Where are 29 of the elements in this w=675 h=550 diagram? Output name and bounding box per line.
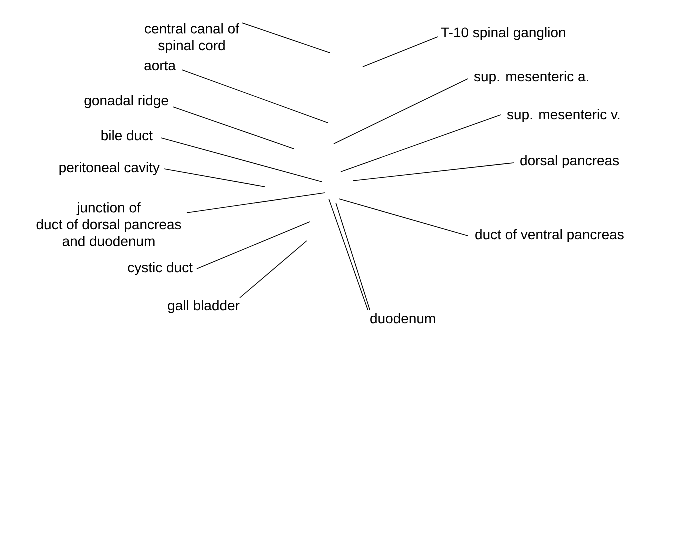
structure-label: T-10 spinal ganglion (441, 27, 566, 40)
leader-line (352, 162, 514, 182)
leader-line (164, 168, 266, 188)
leader-line (336, 202, 370, 310)
leader-line (334, 78, 468, 144)
structure-label: sup. mesenteric v. (507, 109, 620, 122)
structure-label: cystic duct (128, 262, 193, 276)
leader-line (338, 198, 468, 236)
leader-line (362, 36, 438, 68)
structure-label: gall bladder (168, 300, 240, 314)
leader-line (328, 198, 368, 310)
leader-line (182, 70, 328, 124)
leader-line (196, 222, 310, 270)
structure-label: bile duct (102, 130, 153, 141)
structure-label: duct of ventral pancreas (476, 229, 624, 242)
structure-label: sup. mesenteric a. (474, 71, 588, 84)
leader-line (186, 192, 326, 214)
leader-line (242, 22, 330, 54)
structure-label: central canal of spinal cord (145, 24, 240, 54)
structure-label: duodenum (370, 313, 436, 324)
structure-label: aorta (144, 61, 176, 71)
leader-line (240, 240, 308, 298)
structure-label: dorsal pancreas (520, 155, 620, 168)
leader-line (172, 106, 294, 150)
leader-line (160, 138, 322, 182)
structure-label: junction of duct of dorsal pancreas and duodenum (36, 202, 182, 246)
leader-line (340, 114, 502, 172)
structure-label: peritoneal cavity (60, 162, 160, 176)
structure-label: gonadal ridge (84, 95, 168, 108)
